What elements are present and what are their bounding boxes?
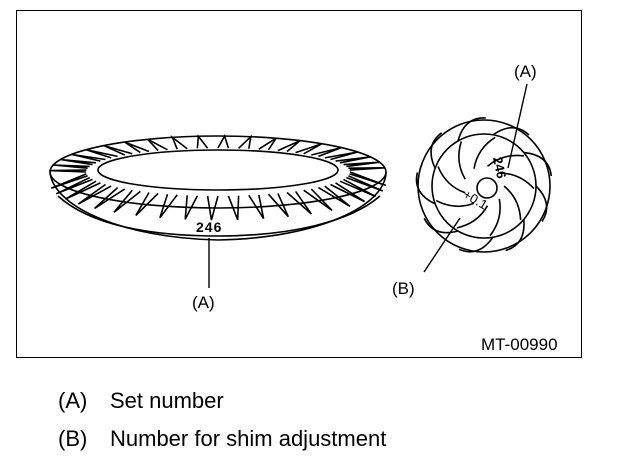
ring-gear-tooth (50, 169, 87, 173)
ring-gear-tooth (238, 134, 252, 149)
ring-gear-bore (97, 149, 339, 191)
ring-gear-tooth (170, 134, 188, 150)
ring-gear-tooth (113, 189, 141, 213)
legend-text: Number for shim adjustment (110, 426, 387, 451)
pinion-tooth (535, 185, 548, 222)
legend-item-b: (B) Number for shim adjustment (58, 426, 386, 452)
legend-text: Set number (110, 388, 224, 413)
pinion-tooth-face (437, 166, 466, 194)
pinion-tooth-face (456, 205, 489, 229)
ring-gear-tooth (349, 171, 387, 187)
legend-key: (A) (58, 388, 88, 413)
ring-gear-tooth (206, 195, 219, 221)
ring-gear-tooth (53, 164, 90, 169)
ring-gear-tooth (77, 183, 112, 205)
pinion-tooth (457, 117, 486, 142)
pinion-tooth (523, 151, 553, 177)
ring-gear-tooth (339, 178, 376, 198)
pinion-tooth (415, 172, 436, 205)
pinion-tooth-face (473, 136, 496, 169)
pinion-center-hole (476, 177, 498, 199)
ring-gear-tooth (94, 187, 126, 210)
callout-a-left: (A) (192, 293, 215, 312)
ring-gear-tooth (277, 139, 301, 153)
ring-gear-tooth (303, 188, 333, 212)
ring-gear-tooth (286, 190, 312, 215)
ring-gear-tooth (71, 153, 106, 162)
ring-gear-tooth (196, 134, 209, 149)
ring-gear-tooth (267, 193, 290, 218)
pinion-tooth-face (489, 198, 501, 237)
ring-gear-tooth (343, 161, 380, 168)
ring-gear-tooth (227, 195, 240, 221)
ring-gear-tooth (335, 156, 371, 164)
pinion-teeth (415, 117, 553, 253)
ring-gear-tooth (60, 158, 97, 166)
ring-gear-tooth (217, 133, 230, 149)
pinion-set-number: 246 (490, 156, 509, 180)
figure-frame (16, 10, 582, 358)
ring-gear-tooth (55, 176, 93, 195)
ring-gear-tooth (295, 142, 323, 155)
ring-gear-tooth (103, 144, 133, 156)
pinion-tooth (430, 132, 443, 169)
pinion-tooth-face (458, 141, 466, 180)
callout-b: (B) (392, 279, 415, 298)
ring-gear-tooth (346, 175, 384, 192)
ring-gear-tooth (50, 173, 88, 189)
ring-gear-tooth (258, 137, 277, 151)
ring-gear-tooth (184, 195, 199, 220)
pinion-tooth-face (486, 154, 525, 167)
pinion-tooth (505, 219, 525, 252)
legend-key: (B) (58, 426, 88, 451)
pinion-tooth-face (499, 172, 535, 190)
pinion-tooth (423, 218, 459, 234)
drive-pinion (415, 117, 553, 253)
ring-gear-teeth (50, 133, 387, 221)
pinion-tooth (492, 126, 530, 136)
ring-gear-tooth (159, 193, 178, 219)
ring-gear-tooth (124, 141, 150, 154)
pinion-tooth-face (503, 185, 522, 221)
ring-gear-tooth (85, 148, 118, 159)
pinion-tooth (458, 236, 494, 253)
ring-gear-tooth (330, 182, 366, 203)
ring-gear-tooth (311, 146, 342, 158)
leader-line-a-right (507, 83, 528, 169)
legend-item-a: (A) Set number (58, 388, 224, 414)
leader-line-b (423, 217, 461, 273)
ring-gear-set-number: 246 (196, 219, 222, 235)
ring-gear-tooth (64, 180, 101, 200)
ring-gear-tooth (248, 194, 265, 220)
figure-code: MT-00990 (481, 335, 558, 354)
ring-gear-tooth (147, 138, 168, 152)
pinion-tooth-face (435, 199, 475, 208)
ring-gear (49, 133, 387, 241)
ring-gear-lower-edge (49, 169, 387, 241)
ring-gear-face-line (57, 195, 381, 237)
ring-gear-tooth (317, 185, 351, 207)
ring-gear-tooth (348, 167, 385, 171)
ring-gear-tooth (324, 151, 358, 161)
callout-a-right: (A) (514, 62, 537, 81)
ring-gear-tooth (135, 192, 159, 216)
